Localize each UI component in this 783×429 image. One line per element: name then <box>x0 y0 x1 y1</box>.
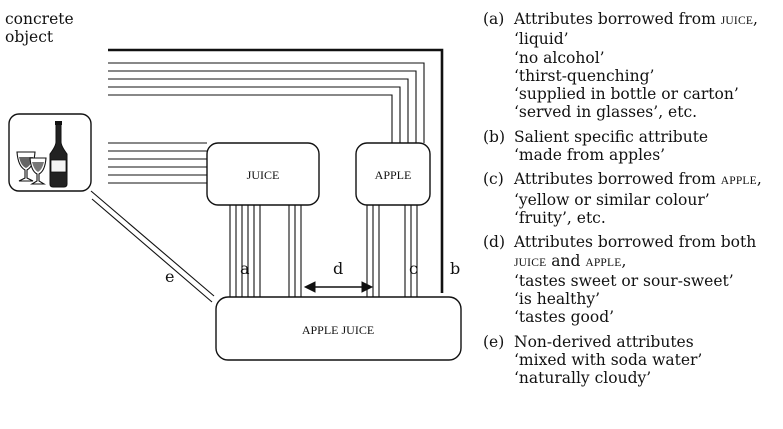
legend-concept-term: APPLE <box>721 175 757 187</box>
legend-entry-line: ‘thirst-quenching’ <box>514 67 783 85</box>
concrete-to-apple-line <box>108 79 408 143</box>
legend-entry-tag: (d) <box>483 233 505 251</box>
concrete-object-label-line1: concrete <box>5 10 74 28</box>
diagram-canvas: concrete object JUICE APPLE APPLE JUICE <box>0 0 480 429</box>
legend-entry-line: Attributes borrowed from JUICE, <box>514 10 783 30</box>
legend-concept-term: APPLE <box>585 257 621 269</box>
legend-entry-line: ‘no alcohol’ <box>514 49 783 67</box>
legend-text: ‘yellow or similar colour’ <box>514 191 710 209</box>
legend-entry-tag: (a) <box>483 10 504 28</box>
legend-entry-line: ‘liquid’ <box>514 30 783 48</box>
legend-text: , <box>621 252 626 270</box>
legend-text: , <box>757 170 762 188</box>
legend-entry-line: ‘served in glasses’, etc. <box>514 103 783 121</box>
legend-text: ‘is healthy’ <box>514 290 600 308</box>
legend-entry-tag: (e) <box>483 333 504 351</box>
legend-text: ‘made from apples’ <box>514 146 665 164</box>
legend-concept-term: JUICE <box>721 15 753 27</box>
legend-entry-line: Attributes borrowed from APPLE, <box>514 170 783 190</box>
legend-entry-line: Non-derived attributes <box>514 333 783 351</box>
legend-entry: (c)Attributes borrowed from APPLE,‘yello… <box>483 170 783 227</box>
legend-text: Non-derived attributes <box>514 333 694 351</box>
legend-entry-tag: (c) <box>483 170 504 188</box>
legend-entry: (e) Non-derived attributes‘mixed with sod… <box>483 333 783 388</box>
legend-text: and <box>546 252 585 270</box>
label-a: a <box>240 259 250 278</box>
legend-entry-line: Attributes borrowed from both <box>514 233 783 251</box>
legend-entry-line: ‘mixed with soda water’ <box>514 351 783 369</box>
legend-text: ‘liquid’ <box>514 30 569 48</box>
legend-entry-line: ‘tastes good’ <box>514 308 783 326</box>
concrete-object-label-line2: object <box>5 28 54 46</box>
legend-entry-line: ‘fruity’, etc. <box>514 209 783 227</box>
label-c: c <box>409 259 418 278</box>
concrete-to-apple-line <box>108 71 416 143</box>
legend-text: ‘tastes sweet or sour-sweet’ <box>514 272 734 290</box>
legend-entry-line: ‘made from apples’ <box>514 146 783 164</box>
legend-text: Attributes borrowed from <box>514 170 721 188</box>
legend-text: ‘served in glasses’, etc. <box>514 103 697 121</box>
apple-juice-box-label: APPLE JUICE <box>302 323 374 337</box>
legend-text: ‘thirst-quenching’ <box>514 67 654 85</box>
legend-text: ‘fruity’, etc. <box>514 209 606 227</box>
legend-text: ‘mixed with soda water’ <box>514 351 702 369</box>
legend-text: Salient specific attribute <box>514 128 708 146</box>
apple-box-label: APPLE <box>375 168 412 182</box>
legend-entry-line: ‘yellow or similar colour’ <box>514 191 783 209</box>
legend-entry-line: JUICE and APPLE, <box>514 252 783 272</box>
attribute-line-e <box>91 191 214 296</box>
legend-text: , <box>753 10 758 28</box>
arrow-d <box>305 282 372 292</box>
legend-entry-line: ‘tastes sweet or sour-sweet’ <box>514 272 783 290</box>
legend-entry-line: ‘naturally cloudy’ <box>514 369 783 387</box>
legend-text: ‘naturally cloudy’ <box>514 369 651 387</box>
legend-entry-tag: (b) <box>483 128 505 146</box>
legend-entry: (a)Attributes borrowed from JUICE,‘liqui… <box>483 10 783 122</box>
legend-text: ‘supplied in bottle or carton’ <box>514 85 739 103</box>
label-b: b <box>450 259 460 278</box>
attribute-legend: (a)Attributes borrowed from JUICE,‘liqui… <box>483 10 783 394</box>
concrete-to-apple-line <box>108 63 424 143</box>
legend-text: Attributes borrowed from both <box>514 233 756 251</box>
concrete-object-image <box>9 114 91 191</box>
legend-entry-line: ‘supplied in bottle or carton’ <box>514 85 783 103</box>
legend-entry-line: ‘is healthy’ <box>514 290 783 308</box>
legend-text: ‘no alcohol’ <box>514 49 605 67</box>
juice-box-label: JUICE <box>247 168 280 182</box>
attribute-line-e <box>92 199 212 302</box>
label-d: d <box>333 259 343 278</box>
legend-text: ‘tastes good’ <box>514 308 614 326</box>
label-e: e <box>165 267 174 286</box>
legend-entry-line: Salient specific attribute <box>514 128 783 146</box>
legend-entry: (b) Salient specific attribute‘made from … <box>483 128 783 165</box>
concrete-to-apple-line <box>108 95 392 143</box>
legend-concept-term: JUICE <box>514 257 546 269</box>
legend-text: Attributes borrowed from <box>514 10 721 28</box>
